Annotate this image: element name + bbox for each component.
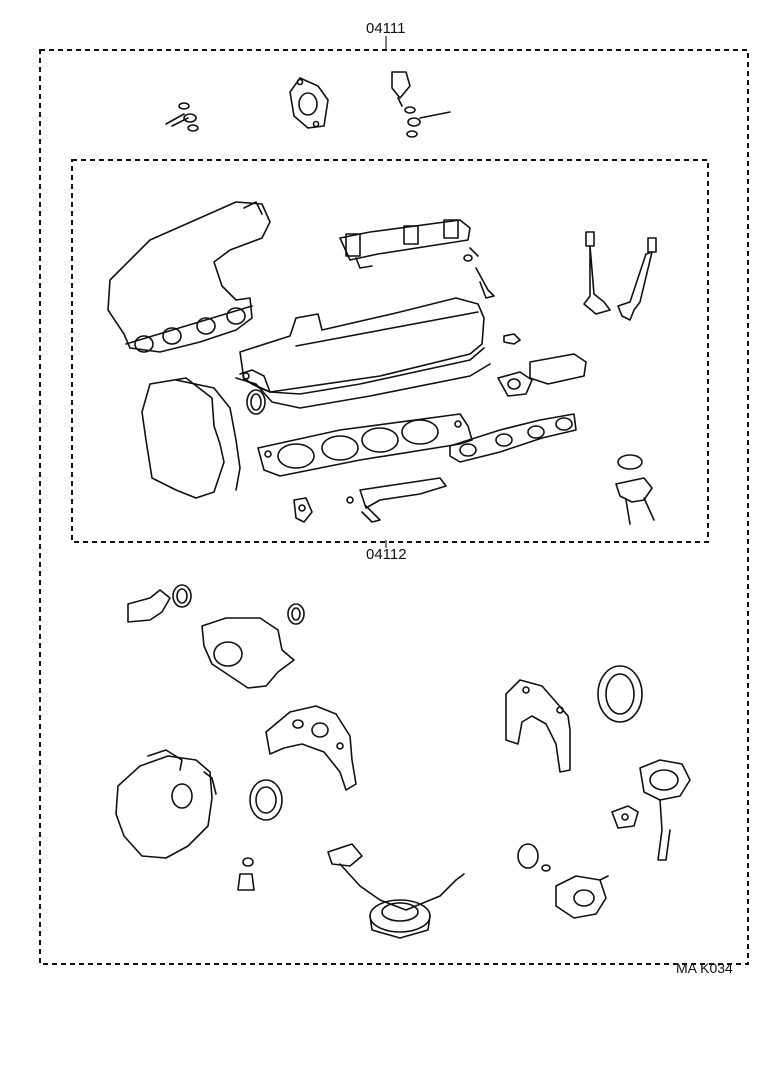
exhaust-pipe-gasket [293, 454, 655, 525]
cylinder-head-cover-gasket [235, 297, 491, 409]
water-pump-gasket [201, 603, 305, 689]
oil-pan-gasket [115, 749, 217, 859]
cylinder-head-gasket [257, 413, 473, 477]
outer-kit-label: 04111 [366, 20, 406, 37]
front-oil-seal [249, 779, 283, 821]
outer-kit-boundary [39, 49, 749, 965]
intake-manifold-gasket [107, 201, 271, 353]
oil-pump-gasket [265, 705, 357, 791]
oil-strainer-gasket [237, 843, 465, 939]
diagram-code: MA K034 [676, 960, 733, 976]
exhaust-manifold-gasket [449, 333, 587, 463]
valve-stem-o-rings [391, 71, 451, 138]
fuel-rail-injectors [339, 219, 495, 299]
egr-valve-gasket [611, 759, 691, 861]
timing-cover-gasket [141, 377, 266, 499]
inner-kit-label: 04112 [366, 546, 407, 563]
crankshaft-rear-oil-seal [505, 665, 643, 773]
oil-filter-o-ring [517, 843, 609, 919]
valves [583, 231, 657, 321]
nozzle-seal-set [165, 102, 199, 132]
throttle-gasket [289, 77, 329, 129]
inner-kit-boundary [71, 159, 709, 543]
water-outlet-gasket [127, 584, 192, 623]
